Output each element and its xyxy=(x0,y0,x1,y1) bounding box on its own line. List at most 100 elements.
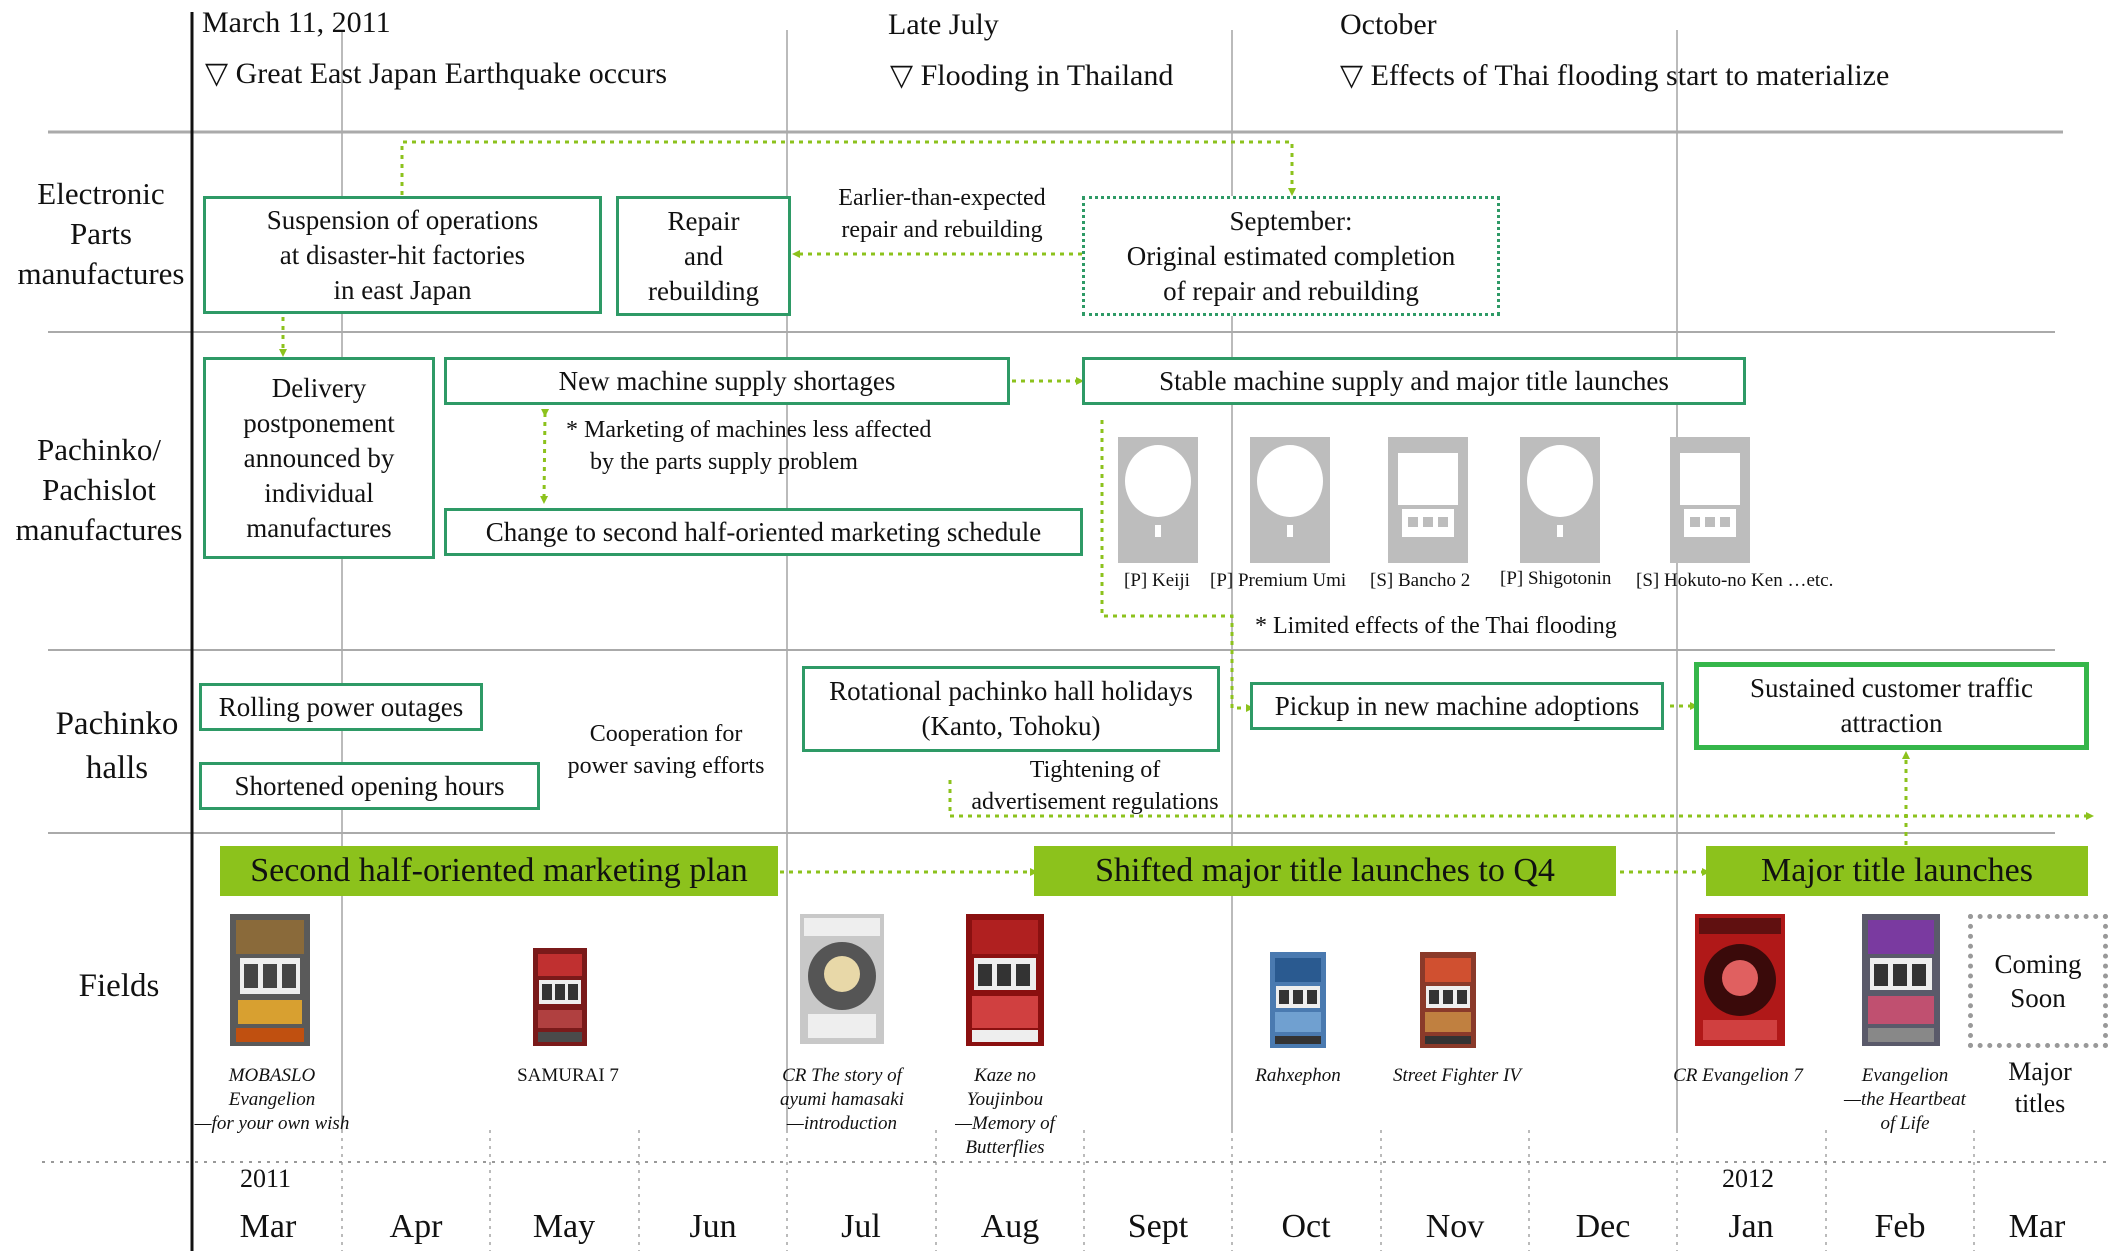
box-line: of repair and rebuilding xyxy=(1163,275,1419,306)
shortened-hours-box: Shortened opening hours xyxy=(199,762,540,810)
repair-box: Repair and rebuilding xyxy=(616,196,791,316)
pachislot-machine-icon xyxy=(1670,437,1750,563)
rolling-outages-box: Rolling power outages xyxy=(199,683,483,731)
note-line: Tightening of xyxy=(1029,757,1161,783)
event-text: ▽ Flooding in Thailand xyxy=(890,59,1174,92)
month-label: Oct xyxy=(1281,1208,1331,1245)
box-line: Delivery xyxy=(271,372,367,403)
tightening-note: Tightening of advertisement regulations xyxy=(930,754,1260,818)
major-titles-label: Major titles xyxy=(1976,1056,2104,1120)
lane-label-electronic: Electronic Parts manufactures xyxy=(6,174,196,294)
month-label: Apr xyxy=(389,1208,443,1245)
caption-line: ayumi hamasaki xyxy=(779,1089,904,1110)
coming-soon-line: Coming xyxy=(1994,949,2082,979)
product-caption: Street Fighter IV xyxy=(1372,1064,1542,1088)
pachislot-machine-icon xyxy=(1388,437,1468,563)
box-line: September: xyxy=(1229,205,1353,236)
box-line: and xyxy=(684,240,723,271)
month-label: Nov xyxy=(1425,1208,1485,1245)
pachislot-product-image xyxy=(1420,952,1476,1048)
marketing-plan-bar: Second half-oriented marketing plan xyxy=(220,846,778,896)
event-date: Late July xyxy=(888,8,999,41)
caption-line: —for your own wish xyxy=(194,1113,350,1134)
lane-label-line: Pachinko xyxy=(55,706,179,742)
box-line: manufactures xyxy=(246,512,392,543)
lane-label-fields: Fields xyxy=(78,968,160,1004)
pickup-adoptions-box: Pickup in new machine adoptions xyxy=(1250,682,1664,730)
sustained-traffic-box: Sustained customer traffic attraction xyxy=(1694,662,2089,750)
month-label: May xyxy=(532,1208,596,1245)
rotational-holidays-box: Rotational pachinko hall holidays (Kanto… xyxy=(802,666,1220,752)
pachislot-product-image xyxy=(966,914,1044,1046)
marketing-note: * Marketing of machines less affected by… xyxy=(566,414,1026,478)
event-text: ▽ Effects of Thai flooding start to mate… xyxy=(1340,59,1890,92)
product-caption: Rahxephon xyxy=(1218,1064,1378,1088)
box-line: Original estimated completion xyxy=(1126,240,1456,271)
caption-line: —introduction xyxy=(786,1113,898,1134)
supply-shortages-box: New machine supply shortages xyxy=(444,357,1010,405)
box-line: at disaster-hit factories xyxy=(279,239,526,270)
note-line: advertisement regulations xyxy=(971,789,1219,815)
note-line: repair and rebuilding xyxy=(841,217,1043,243)
machine-label: [S] Hokuto-no Ken …etc. xyxy=(1636,570,1834,591)
caption-line: CR Evangelion 7 xyxy=(1673,1065,1803,1086)
earlier-than-expected-note: Earlier-than-expected repair and rebuild… xyxy=(808,182,1076,246)
pachislot-product-image xyxy=(1862,914,1940,1046)
lane-label-halls: Pachinko halls xyxy=(22,702,212,790)
limited-effects-note: * Limited effects of the Thai flooding xyxy=(1255,613,1617,639)
month-label: Jul xyxy=(841,1208,881,1245)
caption-line: Street Fighter IV xyxy=(1392,1065,1522,1086)
machine-label: [S] Bancho 2 xyxy=(1370,570,1471,591)
month-label: Aug xyxy=(980,1208,1040,1245)
product-caption: MOBASLO Evangelion —for your own wish xyxy=(192,1064,352,1136)
note-line: Earlier-than-expected xyxy=(838,185,1046,211)
month-label: Mar xyxy=(2008,1208,2066,1245)
lane-label-line: manufactures xyxy=(17,256,185,291)
caption-line: CR The story of xyxy=(782,1065,902,1086)
event-text: ▽ Great East Japan Earthquake occurs xyxy=(205,57,668,90)
lane-label-line: Parts xyxy=(70,216,132,251)
box-line: announced by xyxy=(243,442,395,473)
product-caption: CR Evangelion 7 xyxy=(1658,1064,1818,1088)
month-label: Jan xyxy=(1728,1208,1774,1245)
pachinko-product-image xyxy=(800,914,884,1044)
stable-supply-box: Stable machine supply and major title la… xyxy=(1082,357,1746,405)
lane-separators xyxy=(48,130,2063,834)
caption-line: MOBASLO xyxy=(228,1065,316,1086)
caption-line: SAMURAI 7 xyxy=(517,1065,619,1086)
shifted-launches-bar: Shifted major title launches to Q4 xyxy=(1034,846,1616,896)
lane-label-pachinko: Pachinko/ Pachislot manufactures xyxy=(4,430,194,550)
arrow-connectors xyxy=(279,140,2094,876)
caption-line: Youjinbou xyxy=(966,1089,1044,1110)
note-line: by the parts supply problem xyxy=(590,449,858,475)
caption-line: Butterflies xyxy=(965,1137,1045,1158)
pachislot-product-image xyxy=(1270,952,1326,1048)
machine-label: [P] Keiji xyxy=(1124,570,1190,591)
pachinko-machine-icon xyxy=(1250,437,1330,563)
caption-line: —the Heartbeat xyxy=(1844,1089,1966,1110)
lane-label-line: Electronic xyxy=(37,176,165,211)
box-line: rebuilding xyxy=(648,275,759,306)
product-caption: CR The story of ayumi hamasaki —introduc… xyxy=(756,1064,928,1136)
caption-line: Evangelion xyxy=(228,1089,316,1110)
lane-label-line: manufactures xyxy=(15,512,183,547)
note-line: * Marketing of machines less affected xyxy=(566,417,932,443)
caption-line: Kaze no xyxy=(974,1065,1036,1086)
machine-label: [P] Premium Umi xyxy=(1210,570,1347,591)
pachislot-product-image xyxy=(230,914,310,1046)
box-line: attraction xyxy=(1840,708,1943,738)
lane-label-line: Pachinko/ xyxy=(37,432,161,467)
pachislot-product-image xyxy=(533,948,587,1046)
cooperation-note: Cooperation for power saving efforts xyxy=(548,718,784,782)
pachinko-product-image xyxy=(1695,914,1785,1046)
box-line: individual xyxy=(264,477,374,508)
event-date: October xyxy=(1340,8,1437,41)
note-line: Cooperation for xyxy=(589,721,743,747)
box-line: Repair xyxy=(667,205,740,236)
caption-line: —Memory of xyxy=(955,1113,1055,1134)
caption-line: Rahxephon xyxy=(1255,1065,1341,1086)
coming-soon-line: Soon xyxy=(2010,983,2066,1013)
month-label: Mar xyxy=(239,1208,297,1245)
caption-line: Evangelion xyxy=(1861,1065,1949,1086)
